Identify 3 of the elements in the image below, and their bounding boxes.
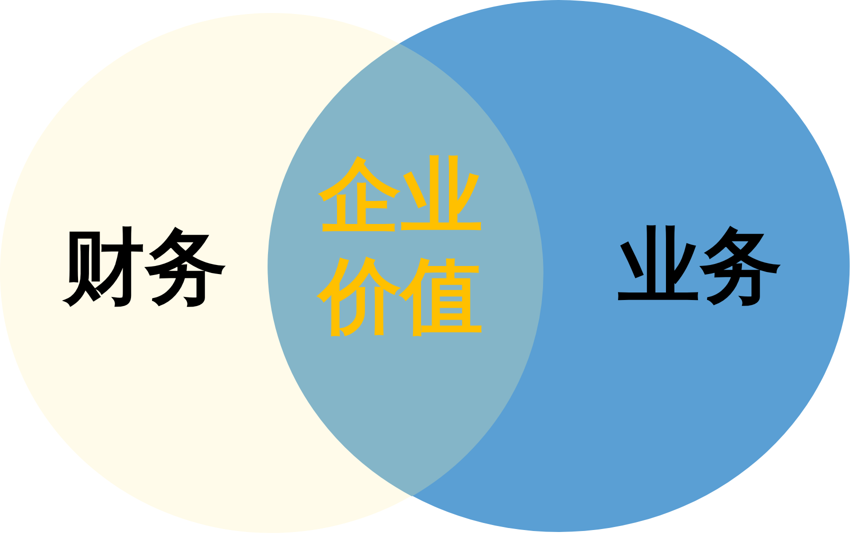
overlap-label: 企业价值 (315, 146, 487, 347)
region-label: 财务 (63, 220, 227, 316)
region-label: 业务 (618, 219, 782, 315)
